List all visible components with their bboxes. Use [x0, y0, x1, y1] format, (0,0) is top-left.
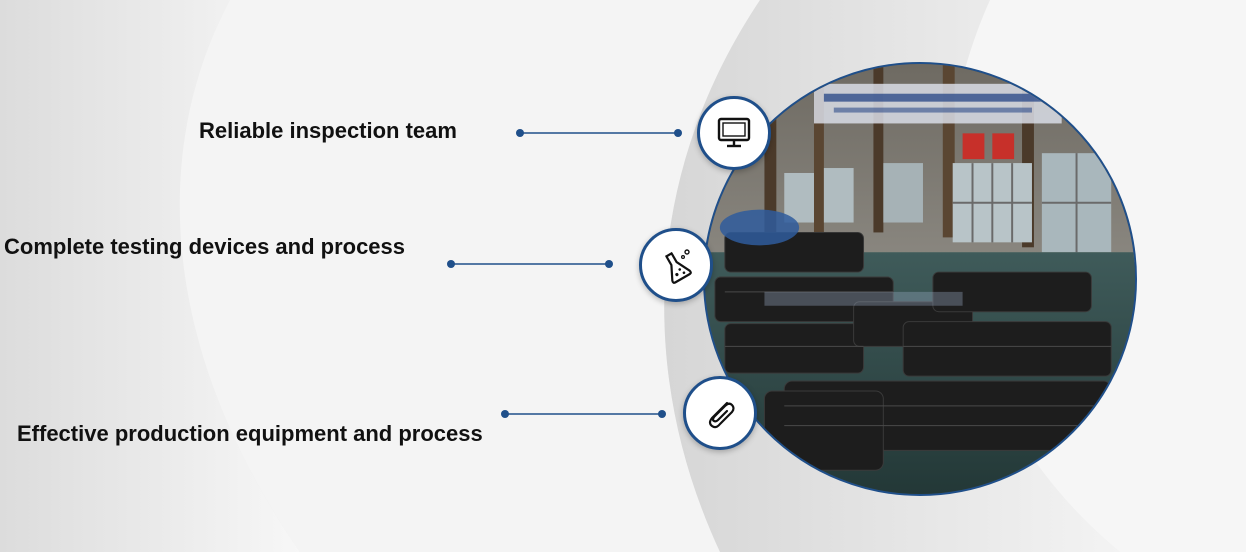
flask-icon	[664, 249, 692, 284]
badge-production-equipment	[683, 376, 757, 450]
paperclip-icon	[708, 401, 735, 429]
feature-label-production-equipment: Effective production equipment and proce…	[17, 421, 483, 446]
monitor-icon	[717, 117, 751, 148]
badge-testing-devices	[639, 228, 713, 302]
feature-label-inspection-team: Reliable inspection team	[199, 118, 457, 143]
badge-inspection-team	[697, 96, 771, 170]
feature-label-testing-devices: Complete testing devices and process	[4, 234, 406, 259]
